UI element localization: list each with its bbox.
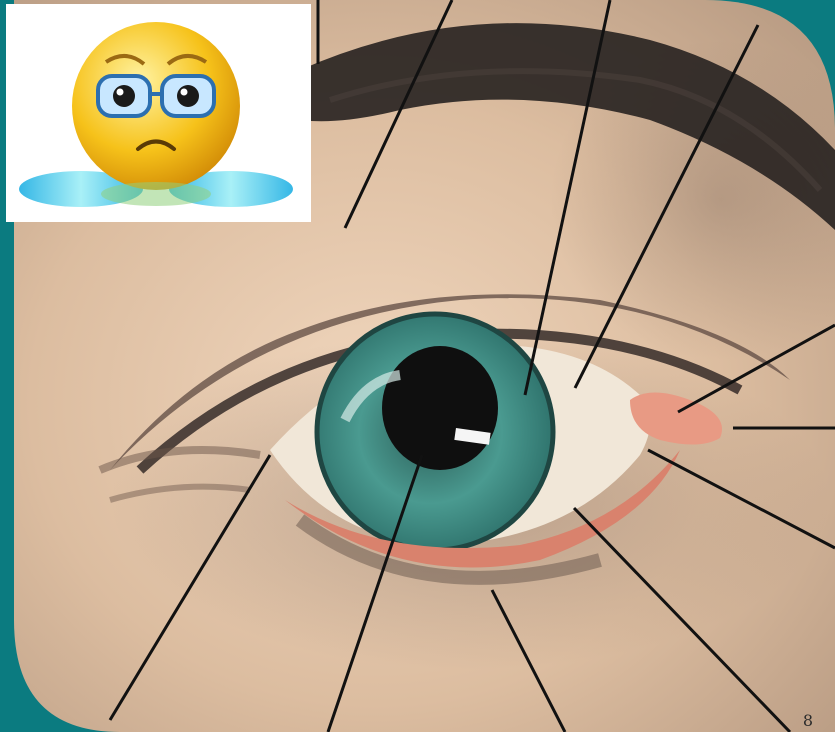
sad-smiley-with-glasses-icon [6,4,311,222]
emoji-inset [6,4,311,222]
pupil [382,346,498,470]
figure-corner-mark: 8 [803,711,813,730]
